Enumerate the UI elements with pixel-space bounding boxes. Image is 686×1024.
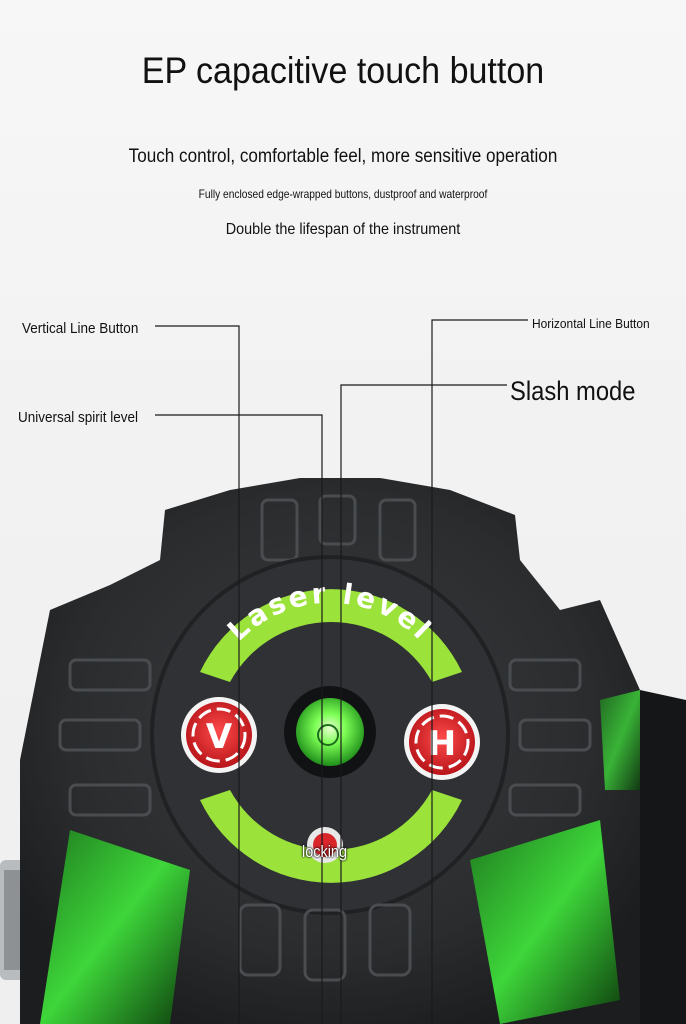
subtitle-lifespan: Double the lifespan of the instrument bbox=[225, 221, 461, 238]
slash-mode-callout: Slash mode bbox=[510, 376, 636, 406]
horizontal-line-button[interactable]: H bbox=[404, 704, 480, 780]
callout-lines bbox=[155, 319, 528, 1024]
vertical-line-callout: Vertical Line Button bbox=[22, 320, 139, 337]
vertical-line-button[interactable]: V bbox=[181, 697, 257, 773]
bottom-green-arc bbox=[200, 790, 462, 883]
side-housing bbox=[630, 690, 686, 1024]
laser-window-right bbox=[470, 820, 620, 1024]
locking-label: locking bbox=[302, 842, 347, 861]
laser-window-left bbox=[40, 830, 190, 1024]
page-title: EP capacitive touch button bbox=[141, 50, 545, 91]
v-button-label: V bbox=[206, 717, 233, 757]
top-green-arc bbox=[200, 589, 462, 682]
subtitle-dustproof: Fully enclosed edge-wrapped buttons, dus… bbox=[198, 187, 488, 201]
subtitle-touch: Touch control, comfortable feel, more se… bbox=[128, 146, 558, 167]
top-ridges bbox=[58, 494, 592, 817]
spirit-level-bubble bbox=[284, 686, 376, 778]
spirit-level-callout: Universal spirit level bbox=[18, 409, 139, 426]
horizontal-line-callout: Horizontal Line Button bbox=[532, 316, 650, 331]
lock-indicator[interactable] bbox=[307, 827, 343, 863]
